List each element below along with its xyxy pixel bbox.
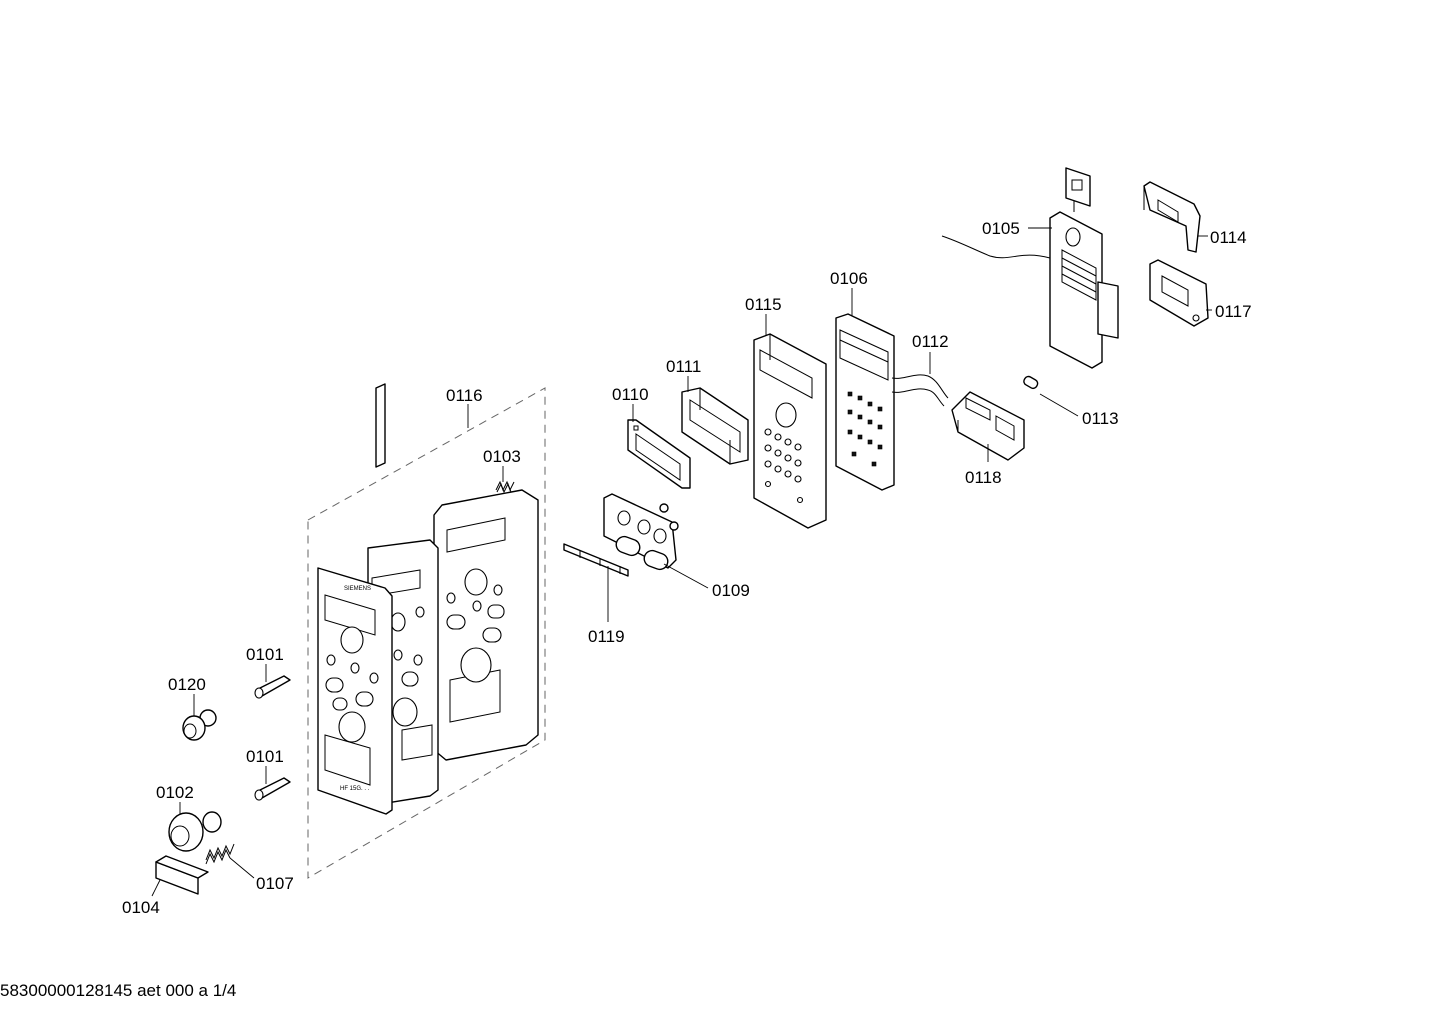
pin-0113 bbox=[1023, 375, 1039, 390]
label-0113: 0113 bbox=[1082, 409, 1119, 428]
label-0109: 0109 bbox=[712, 581, 750, 600]
label-0117: 0117 bbox=[1215, 302, 1252, 321]
label-0101-lower: 0101 bbox=[246, 747, 284, 766]
power-pcb-0105 bbox=[941, 167, 1119, 369]
bracket-0117 bbox=[1149, 259, 1209, 327]
brand-print: SIEMENS bbox=[344, 586, 371, 592]
contact-strip-0119 bbox=[563, 543, 629, 577]
bracket-0118 bbox=[951, 391, 1025, 461]
display-window-0110 bbox=[627, 419, 691, 489]
carrier-plate-0115 bbox=[753, 333, 827, 529]
label-0119: 0119 bbox=[588, 627, 625, 646]
bracket-0114 bbox=[1143, 181, 1201, 253]
label-0120: 0120 bbox=[168, 675, 206, 694]
knob-0102 bbox=[168, 811, 222, 852]
model-code-print: HF 15G. . . bbox=[340, 786, 370, 792]
label-0104: 0104 bbox=[122, 898, 160, 917]
carrier-button-holes bbox=[764, 428, 804, 504]
front-panel-overlay: SIEMENS HF 15G. . . bbox=[317, 567, 393, 815]
push-rod-0101-upper bbox=[254, 675, 291, 699]
label-0118: 0118 bbox=[965, 468, 1002, 487]
label-0102: 0102 bbox=[156, 783, 194, 802]
label-0107: 0107 bbox=[256, 874, 294, 893]
display-frame-0111 bbox=[681, 387, 749, 465]
label-0106: 0106 bbox=[830, 269, 868, 288]
label-0110: 0110 bbox=[612, 385, 649, 404]
trim-strip bbox=[375, 383, 386, 468]
push-rod-0101-lower bbox=[254, 777, 291, 801]
keypad-assembly-0109 bbox=[603, 493, 679, 571]
document-reference-footer: 58300000128145 aet 000 a 1/4 bbox=[0, 981, 237, 1000]
label-0114: 0114 bbox=[1210, 228, 1247, 247]
part-labels: 0116 0103 0110 0111 0115 0106 0112 0105 … bbox=[122, 219, 1252, 917]
spring-0107 bbox=[205, 843, 235, 865]
label-0115: 0115 bbox=[745, 295, 782, 314]
knob-0120 bbox=[182, 709, 217, 741]
label-0101-upper: 0101 bbox=[246, 645, 284, 664]
label-0111: 0111 bbox=[666, 357, 701, 376]
control-panel-frame bbox=[433, 489, 539, 761]
display-pcb-0106 bbox=[835, 313, 895, 491]
label-0112: 0112 bbox=[912, 332, 949, 351]
assembly-boundary-0116 bbox=[307, 387, 546, 879]
spring-0103 bbox=[495, 480, 515, 494]
cover-0104 bbox=[155, 855, 209, 895]
label-0116: 0116 bbox=[446, 386, 483, 405]
pcb-components bbox=[847, 391, 883, 467]
ribbon-cable-0112 bbox=[891, 374, 949, 407]
leader-lines bbox=[151, 227, 1212, 897]
label-0105: 0105 bbox=[982, 219, 1020, 238]
label-0103: 0103 bbox=[483, 447, 521, 466]
